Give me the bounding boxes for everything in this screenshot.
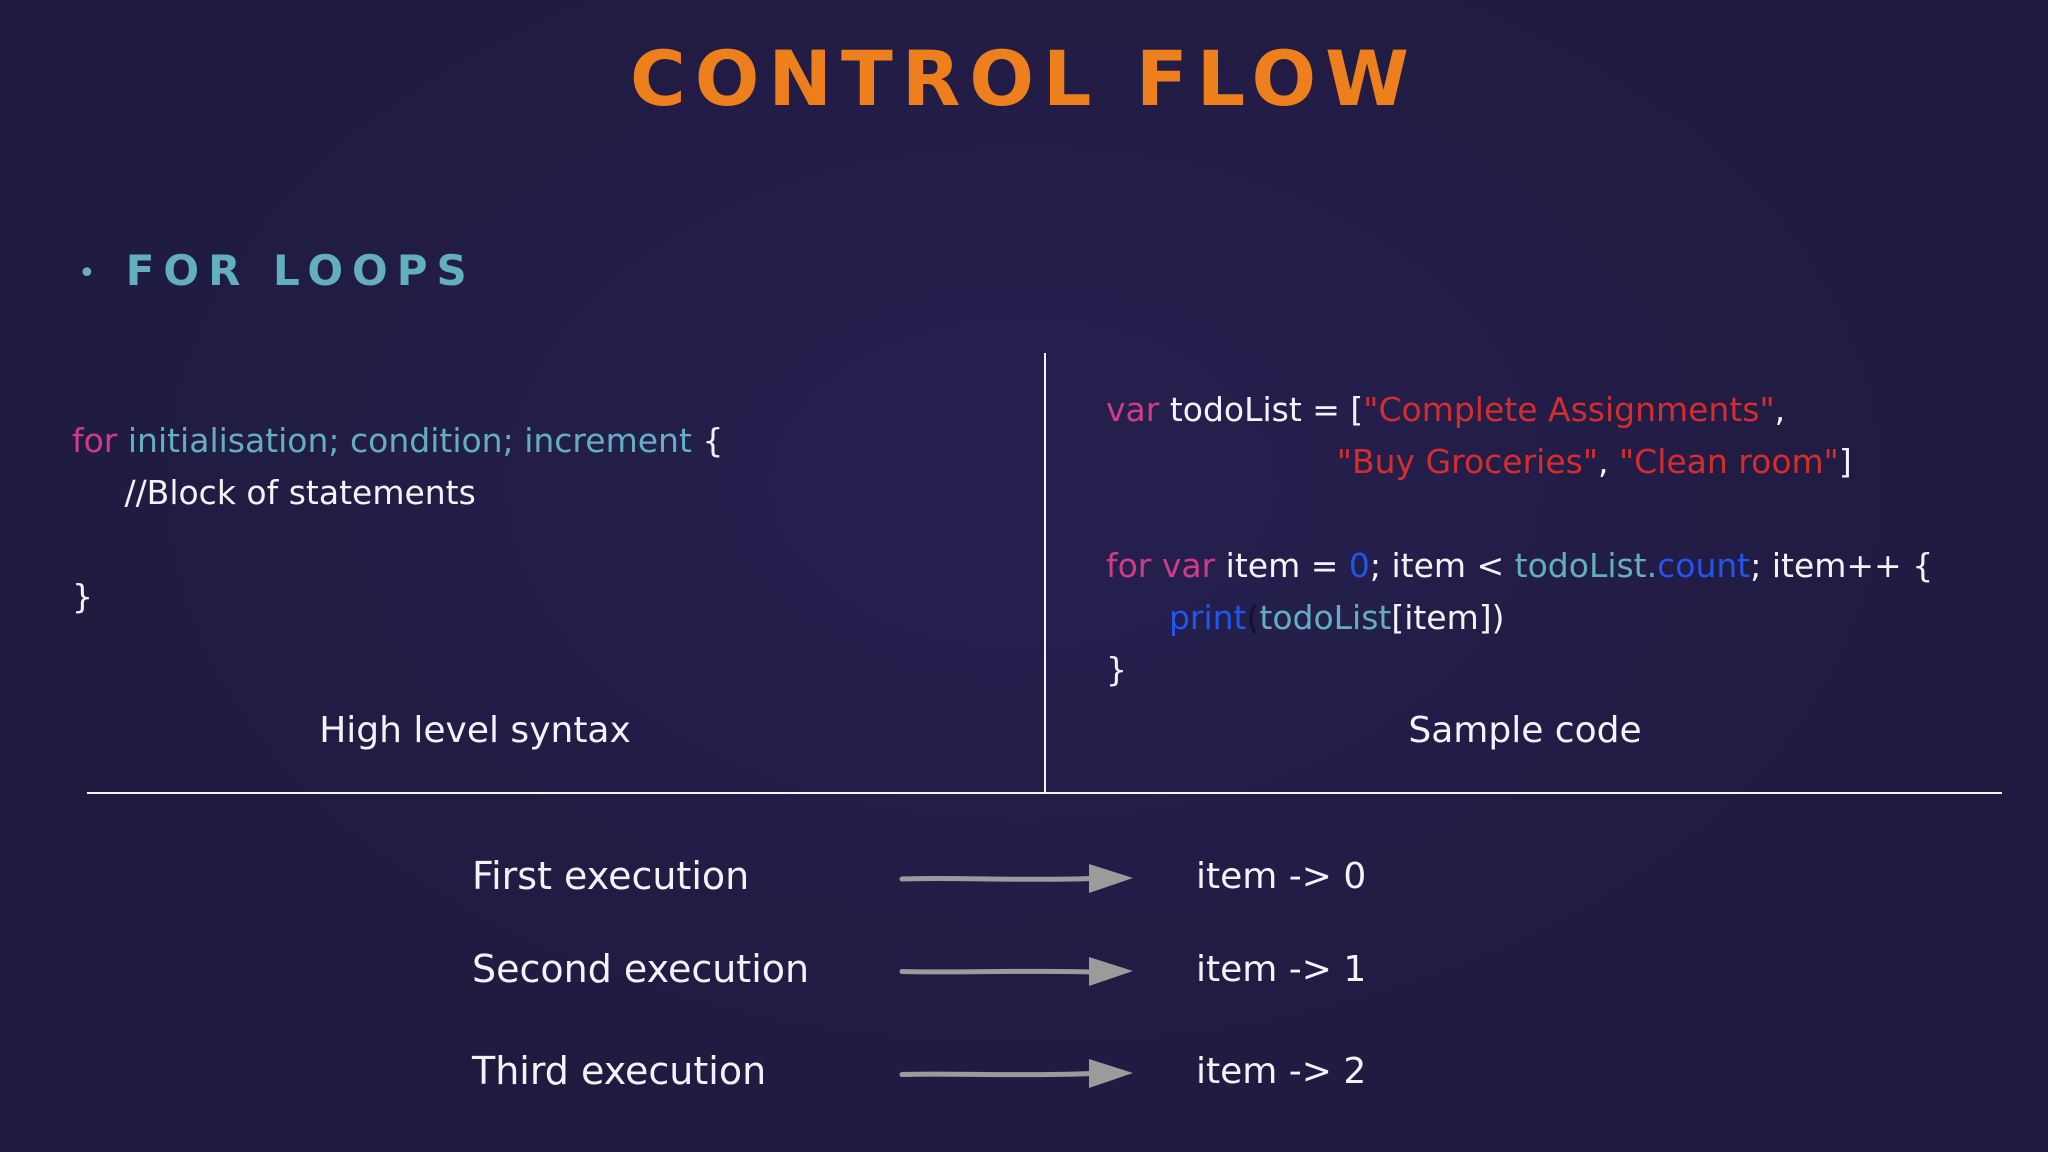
execution-label: Third execution bbox=[472, 1049, 767, 1093]
code-line: //Block of statements bbox=[72, 473, 476, 512]
vertical-divider bbox=[1044, 353, 1046, 793]
code-line: for var item = 0; item < todoList.count;… bbox=[1106, 546, 1934, 585]
bullet-icon: • bbox=[78, 255, 96, 291]
execution-value: item -> 0 bbox=[1196, 856, 1367, 897]
sample-code-block: var todoList = ["Complete Assignments", … bbox=[1106, 384, 1933, 696]
code-line: } bbox=[72, 577, 93, 616]
code-line: "Buy Groceries", "Clean room"] bbox=[1336, 442, 1852, 481]
code-line: print(todoList[item]) bbox=[1168, 598, 1505, 637]
right-arrow-icon bbox=[899, 957, 1133, 986]
execution-label: First execution bbox=[472, 854, 750, 898]
execution-row-third: Third execution item -> 2 bbox=[0, 1045, 2048, 1105]
execution-value: item -> 2 bbox=[1196, 1051, 1367, 1092]
page-title: CONTROL FLOW bbox=[630, 34, 1418, 123]
high-level-syntax-code-block: for initialisation; condition; increment… bbox=[72, 415, 723, 623]
execution-row-second: Second execution item -> 1 bbox=[0, 943, 2048, 1003]
execution-row-first: First execution item -> 0 bbox=[0, 850, 2048, 910]
code-line: var todoList = ["Complete Assignments", bbox=[1106, 390, 1786, 429]
panel-label-high-level-syntax: High level syntax bbox=[319, 710, 631, 751]
code-line bbox=[72, 519, 723, 571]
section-heading-label: FOR LOOPS bbox=[125, 246, 476, 295]
code-line: for initialisation; condition; increment… bbox=[72, 421, 724, 460]
right-arrow-icon bbox=[899, 864, 1133, 893]
execution-label: Second execution bbox=[472, 947, 810, 991]
section-heading: • FOR LOOPS bbox=[78, 246, 476, 295]
panel-label-sample-code: Sample code bbox=[1408, 710, 1642, 751]
code-line: } bbox=[1106, 650, 1127, 689]
execution-value: item -> 1 bbox=[1196, 949, 1367, 990]
right-arrow-icon bbox=[899, 1059, 1133, 1088]
horizontal-divider bbox=[87, 792, 2002, 794]
code-line bbox=[1106, 488, 1933, 540]
